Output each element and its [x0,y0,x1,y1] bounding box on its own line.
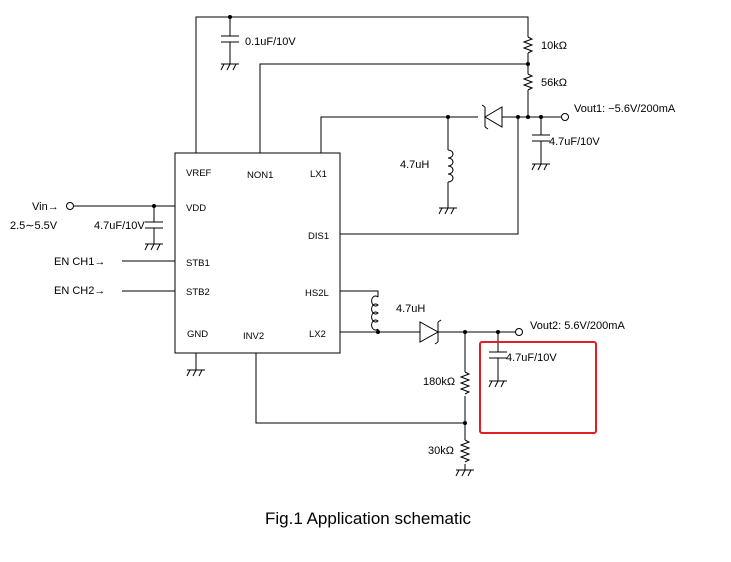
resistor-56k [522,73,534,117]
ground-symbol [186,369,205,377]
lx2-net [340,330,420,334]
pin-gnd: GND [187,329,208,340]
vout2-terminal [515,328,523,336]
diode-out2 [419,319,515,345]
inductor-l1-label: 4.7uH [400,159,429,171]
cap-out1-label: 4.7uF/10V [549,136,600,148]
en-ch2-label: EN CH2→ [54,285,105,297]
cap-out2 [489,332,507,381]
ground-symbol [455,469,474,477]
pin-lx2: LX2 [309,329,326,340]
pin-non1: NON1 [247,170,273,181]
resistor-180k [459,332,471,440]
pin-hs2l: HS2L [305,288,329,299]
pin-stb1: STB1 [186,258,210,269]
ic-body [174,152,341,354]
resistor-30k-label: 30kΩ [428,445,454,457]
resistor-56k-label: 56kΩ [541,77,567,89]
lx1-net [320,115,478,208]
ground-symbol [488,380,507,388]
vin-cap-label: 4.7uF/10V [94,220,145,232]
vin-terminal [66,202,74,210]
pin-dis1: DIS1 [308,231,329,242]
highlight-box [479,341,597,434]
figure-caption: Fig.1 Application schematic [265,509,471,528]
vin-range-label: 2.5∼5.5V [10,220,58,232]
resistor-180k-label: 180kΩ [423,376,455,388]
pin-vref: VREF [186,168,212,179]
pin-stb2: STB2 [186,287,210,298]
pin-vdd: VDD [186,203,206,214]
vout1-label: Vout1: −5.6V/200mA [574,103,676,115]
junction-dot [526,115,530,119]
resistor-10k-label: 10kΩ [541,40,567,52]
inductor-l2 [340,290,379,332]
ground-symbol [531,163,550,171]
ground-symbol [144,243,163,251]
inductor-l2-label: 4.7uH [396,303,425,315]
cap-out2-label: 4.7uF/10V [506,352,557,364]
pin-lx1: LX1 [310,169,327,180]
en-ch1-label: EN CH1→ [54,256,105,268]
vref-net [195,15,529,153]
inv2-net [255,353,467,425]
vout2-label: Vout2: 5.6V/200mA [530,320,625,332]
cap-out1 [532,115,550,164]
resistor-10k [522,36,534,74]
vin-net [74,204,175,244]
resistor-30k [459,439,471,470]
vin-label: Vin→ [32,201,59,213]
ground-symbol [438,207,457,215]
ground-symbol [220,63,239,71]
vref-cap-label: 0.1uF/10V [245,36,296,48]
non1-net [259,62,530,153]
dis1-net [340,117,519,235]
vout1-terminal [561,113,569,121]
pin-inv2: INV2 [243,331,264,342]
diode-out1 [481,104,562,130]
